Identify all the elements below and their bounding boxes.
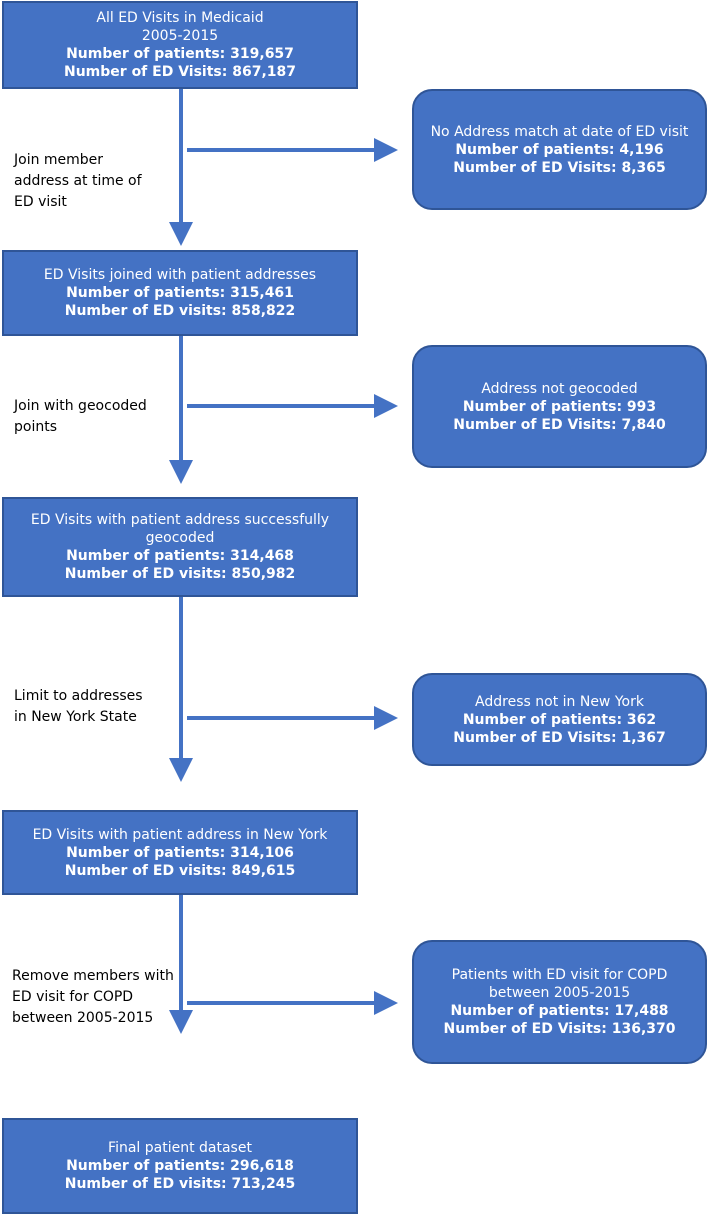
main-box-title: Final patient dataset: [108, 1140, 252, 1156]
exclusion-box-title: Patients with ED visit for COPD: [451, 967, 668, 983]
main-box-all-ed-visits: All ED Visits in Medicaid 2005-2015 Numb…: [2, 1, 358, 89]
visits-count: Number of ED visits: 850,982: [64, 566, 296, 582]
step-label-remove-copd: Remove members with ED visit for COPD be…: [12, 966, 174, 1029]
exclusion-box-not-new-york: Address not in New York Number of patien…: [412, 673, 707, 766]
exclusion-box-title: between 2005-2015: [488, 985, 631, 1001]
step-label-join-address: Join member address at time of ED visit: [14, 150, 142, 213]
main-box-title: ED Visits with patient address successfu…: [30, 512, 330, 528]
step-label-line: points: [14, 419, 57, 435]
exclusion-box-title: Address not in New York: [475, 693, 644, 710]
visits-count: Number of ED Visits: 136,370: [443, 1021, 676, 1037]
exclusion-box-copd: Patients with ED visit for COPD between …: [412, 940, 707, 1064]
step-label-line: between 2005-2015: [12, 1010, 154, 1026]
main-box-new-york: ED Visits with patient address in New Yo…: [2, 810, 358, 895]
step-label-line: Limit to addresses: [14, 688, 143, 704]
exclusion-box-not-geocoded: Address not geocoded Number of patients:…: [412, 345, 707, 468]
main-box-final-dataset: Final patient dataset Number of patients…: [2, 1118, 358, 1214]
exclusion-box-title: Address not geocoded: [481, 380, 638, 397]
exclusion-box-no-address-match: No Address match at date of ED visit Num…: [412, 89, 707, 210]
visits-count: Number of ED visits: 713,245: [64, 1176, 296, 1192]
patients-count: Number of patients: 314,106: [66, 844, 294, 861]
step-label-limit-ny: Limit to addresses in New York State: [14, 686, 143, 728]
patients-count: Number of patients: 314,468: [66, 548, 294, 564]
main-box-title: ED Visits joined with patient addresses: [43, 267, 317, 283]
visits-count: Number of ED Visits: 8,365: [453, 159, 666, 176]
visits-count: Number of ED visits: 849,615: [64, 862, 296, 879]
visits-count: Number of ED Visits: 1,367: [453, 729, 666, 746]
visits-count: Number of ED Visits: 7,840: [453, 416, 666, 433]
step-label-line: address at time of: [14, 173, 142, 189]
main-box-geocoded: ED Visits with patient address successfu…: [2, 497, 358, 597]
patients-count: Number of patients: 296,618: [66, 1158, 294, 1174]
step-label-geocoded-points: Join with geocoded points: [14, 396, 147, 438]
step-label-line: Join member: [14, 152, 104, 168]
main-box-title: 2005-2015: [141, 28, 219, 44]
step-label-line: ED visit: [14, 194, 67, 210]
main-box-title: geocoded: [145, 530, 215, 546]
visits-count: Number of ED visits: 858,822: [64, 303, 296, 319]
main-box-title: ED Visits with patient address in New Yo…: [32, 826, 328, 843]
step-label-line: Remove members with: [12, 968, 174, 984]
main-box-joined-addresses: ED Visits joined with patient addresses …: [2, 250, 358, 336]
visits-count: Number of ED Visits: 867,187: [64, 64, 296, 80]
step-label-line: ED visit for COPD: [12, 989, 134, 1005]
exclusion-box-title: No Address match at date of ED visit: [430, 123, 689, 140]
patients-count: Number of patients: 315,461: [66, 285, 294, 301]
step-label-line: Join with geocoded: [14, 398, 147, 414]
main-box-title: All ED Visits in Medicaid: [96, 10, 264, 26]
patients-count: Number of patients: 4,196: [455, 141, 664, 158]
patients-count: Number of patients: 17,488: [450, 1003, 669, 1019]
patients-count: Number of patients: 993: [462, 398, 657, 415]
step-label-line: in New York State: [14, 709, 137, 725]
patients-count: Number of patients: 319,657: [66, 46, 294, 62]
patients-count: Number of patients: 362: [462, 711, 657, 728]
